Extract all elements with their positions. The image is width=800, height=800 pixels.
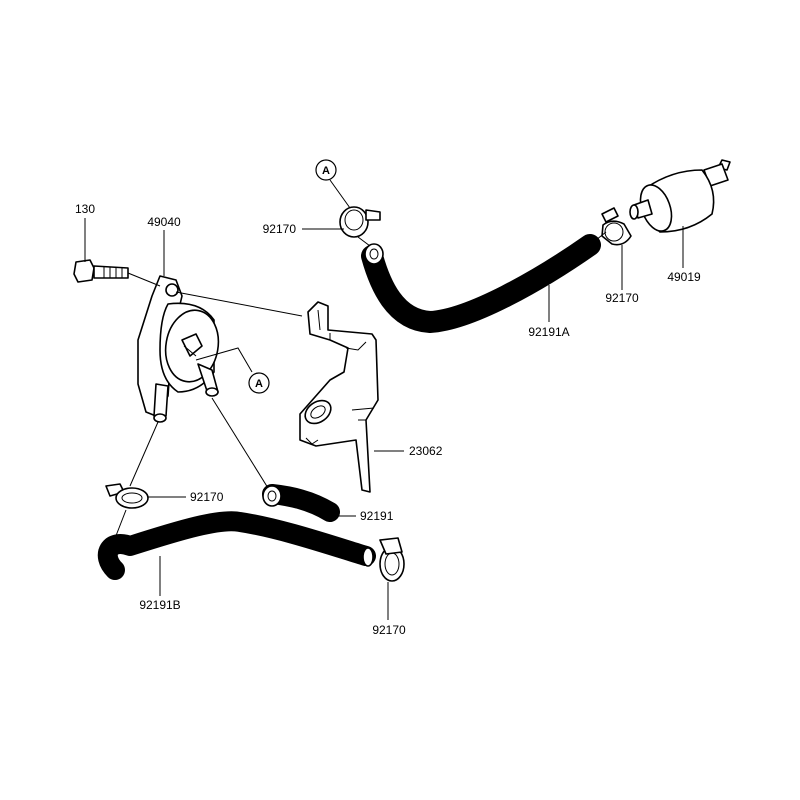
ref-circle-a-pump: A — [248, 372, 270, 394]
callout-49019: 49019 — [667, 270, 701, 284]
bolt-130 — [73, 259, 129, 283]
ref-letter: A — [322, 165, 330, 177]
callout-92191B: 92191B — [139, 598, 180, 612]
callout-92191: 92191 — [360, 509, 394, 523]
callout-130: 130 — [75, 202, 95, 216]
callout-92191A: 92191A — [528, 325, 569, 339]
ref-circle-a-top: A — [315, 159, 337, 181]
clamp-filter — [601, 207, 632, 246]
bracket-23062 — [299, 301, 379, 493]
clamp-bottom — [379, 537, 405, 582]
hose-92191B — [97, 511, 376, 580]
callout-92170-bottom: 92170 — [372, 623, 406, 637]
ref-letter: A — [255, 378, 263, 390]
hose-92191A — [361, 234, 601, 333]
fuel-pump — [137, 275, 220, 423]
callout-23062: 23062 — [409, 444, 443, 458]
callout-92170-filter: 92170 — [605, 291, 639, 305]
leader-lines — [84, 179, 684, 620]
callout-92170-left: 92170 — [190, 490, 224, 504]
fuel-filter — [629, 159, 731, 233]
callout-49040: 49040 — [147, 215, 181, 229]
clamp-top — [339, 206, 381, 238]
callout-92170-top: 92170 — [263, 222, 297, 236]
hose-92191 — [262, 484, 340, 522]
clamp-left — [105, 483, 149, 509]
